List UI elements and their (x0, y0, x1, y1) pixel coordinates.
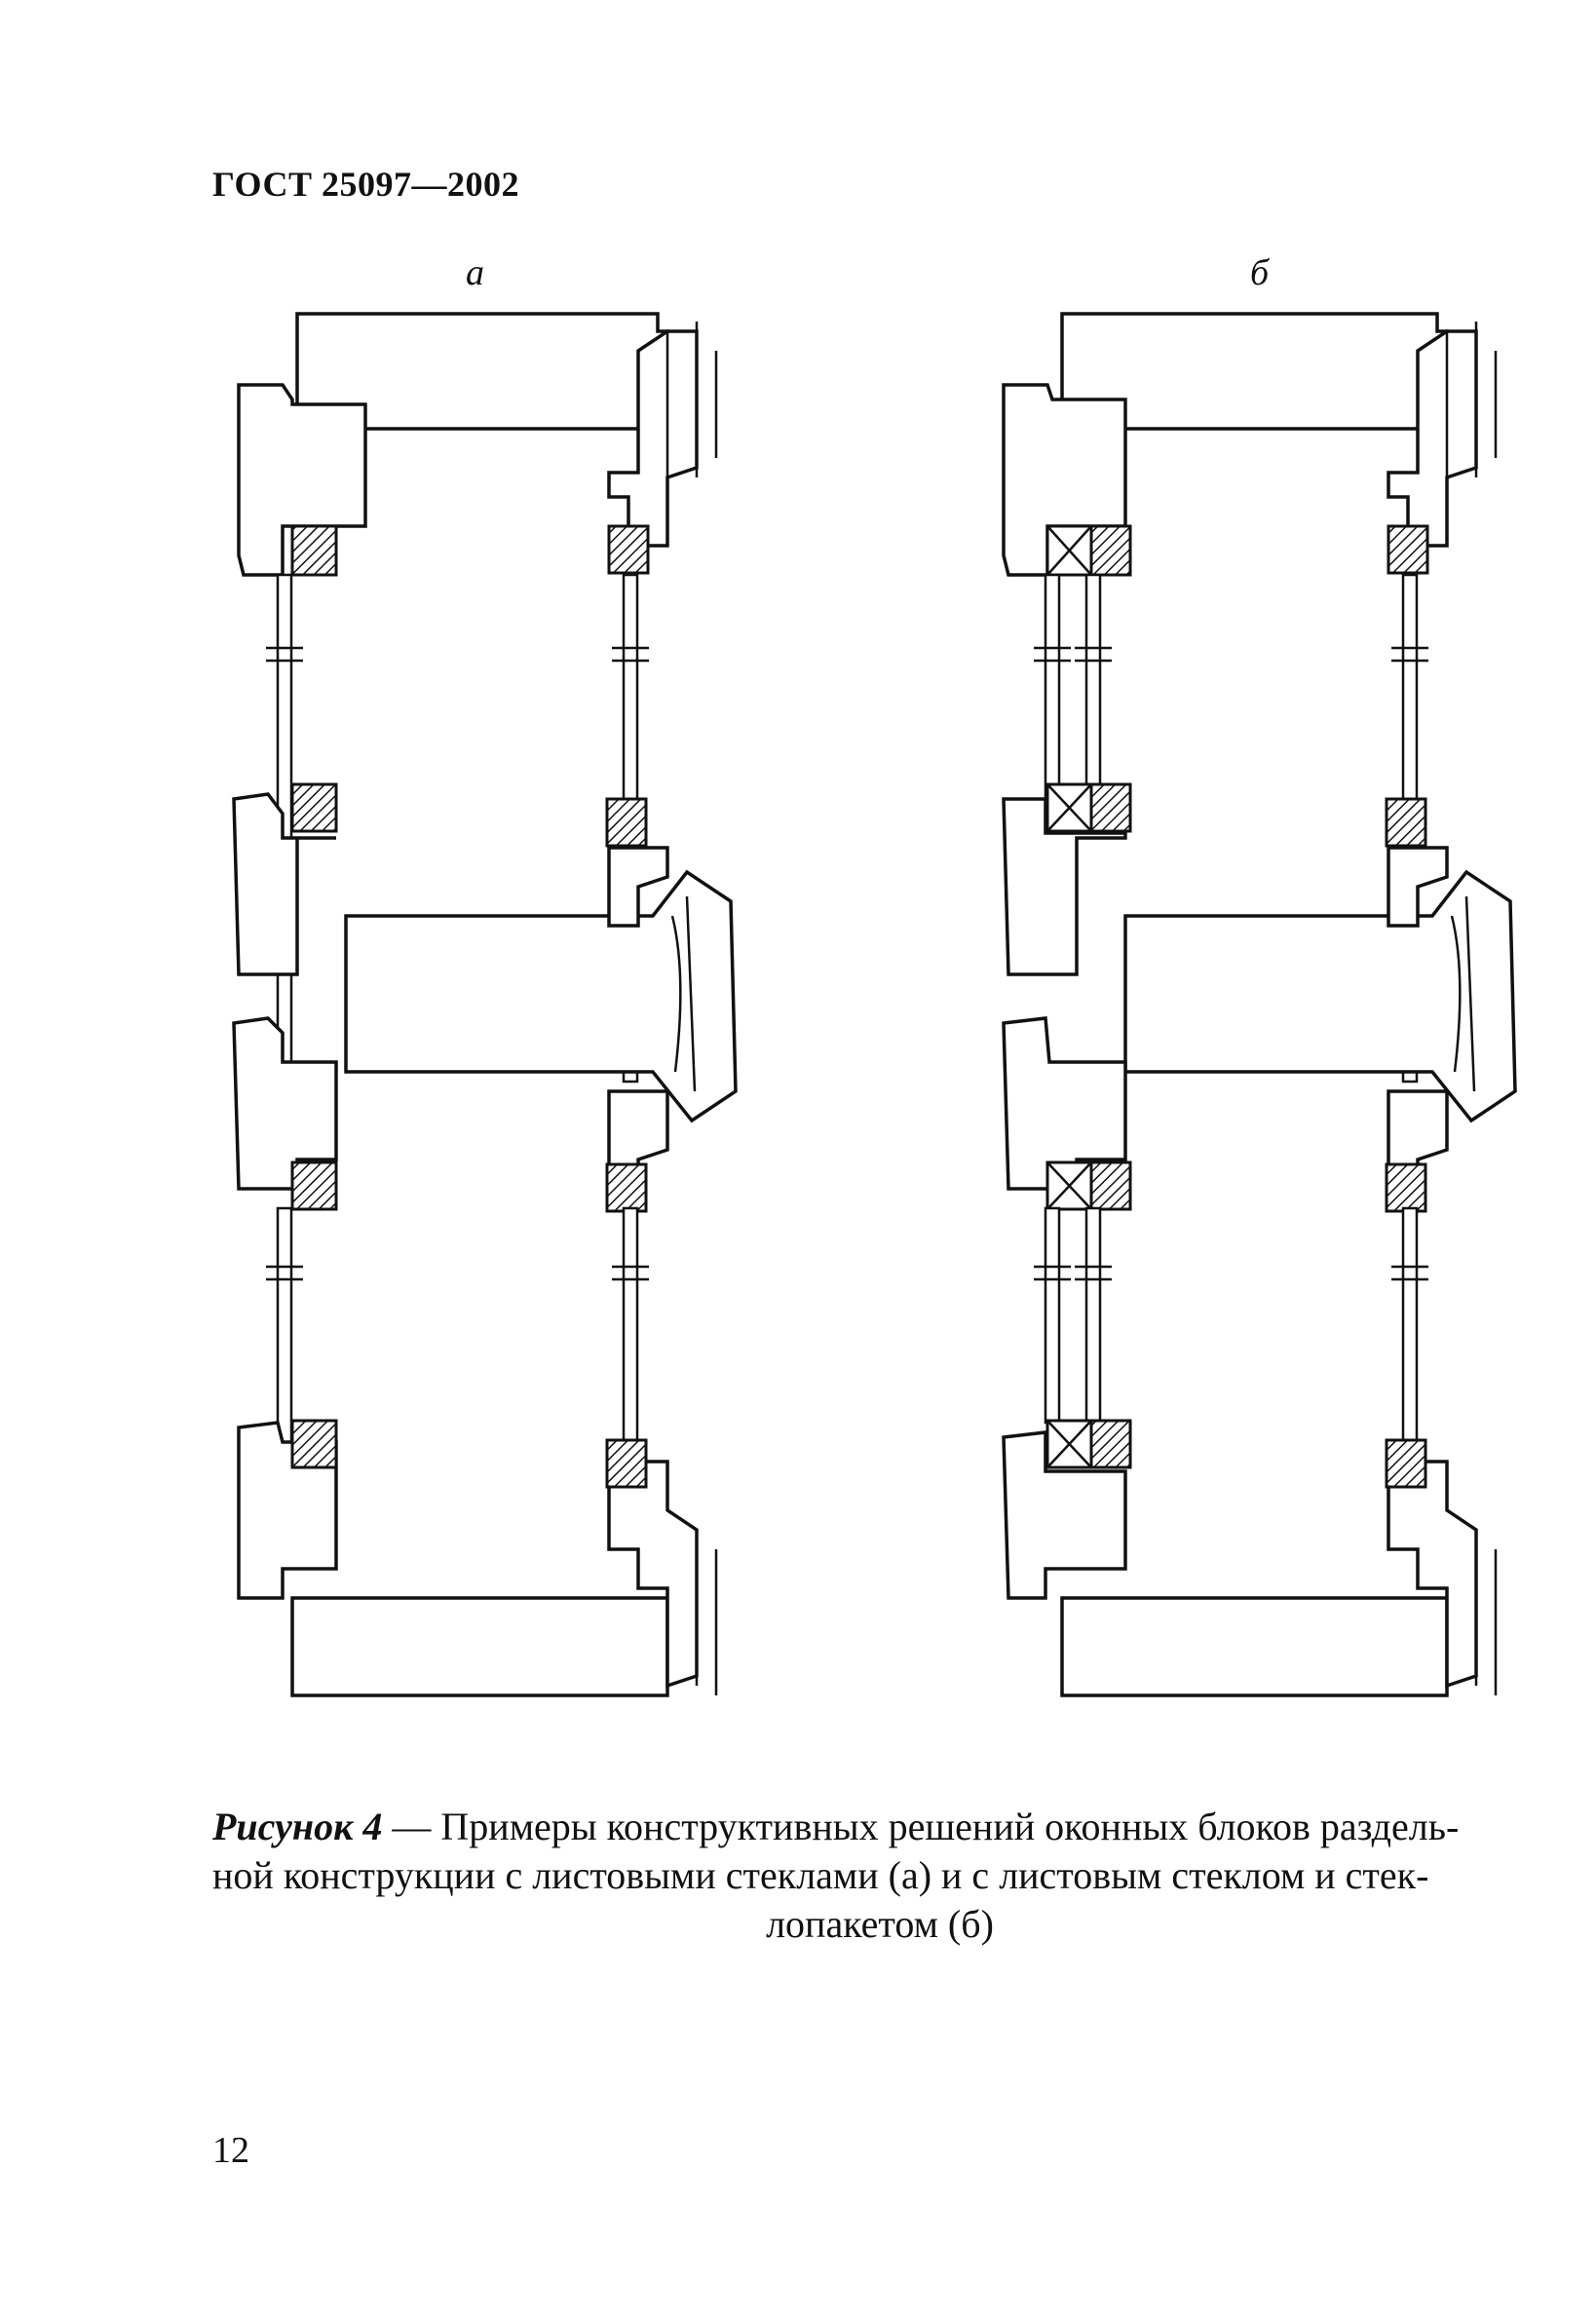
seal-middle-right-1 (1385, 797, 1427, 848)
seal-middle-right-2 (605, 1162, 648, 1213)
seal-middle-right-1 (605, 797, 648, 848)
outer-sash-bottom (607, 1460, 699, 1689)
seal-middle-right-2 (1385, 1162, 1427, 1213)
glazing-unit-pane-3 (1044, 1206, 1061, 1425)
seal-middle-left-1 (290, 782, 338, 833)
middle-sash-right-2 (1387, 1089, 1449, 1171)
seal-top-right (607, 524, 650, 575)
middle-sash-right-1 (1387, 846, 1449, 928)
caption-line-2: ной конструкции с листовыми стеклами (а)… (212, 1853, 1429, 1897)
glass-bottom-right (622, 1206, 639, 1473)
middle-sash-left-lower (232, 1016, 338, 1191)
middle-sash-left-upper (1002, 797, 1127, 976)
middle-sash-right-1 (607, 846, 669, 928)
inner-sash-top (237, 383, 367, 577)
figure-caption: Рисунок 4 — Примеры конструктивных решен… (212, 1803, 1547, 1949)
glazing-unit-pane-2 (1084, 573, 1102, 820)
seal-bottom-right (605, 1438, 648, 1489)
seal-middle-left-1 (1089, 782, 1132, 833)
document-header: ГОСТ 25097—2002 (212, 165, 519, 204)
caption-label: Рисунок 4 (212, 1805, 383, 1848)
outer-frame-bottom (1002, 1430, 1127, 1600)
seal-top-right (1387, 524, 1429, 575)
seal-bottom-left (1089, 1419, 1132, 1469)
bottom-frame-rail (1060, 1596, 1449, 1697)
seal-bottom-left (290, 1419, 338, 1469)
seal-middle-left-2 (1089, 1160, 1132, 1211)
middle-outer-frame-1 (344, 869, 738, 1123)
glazing-unit-pane-4 (1084, 1206, 1102, 1425)
page-number: 12 (212, 2130, 249, 2171)
middle-sash-left-lower (1002, 1016, 1127, 1191)
seal-middle-left-2 (290, 1160, 338, 1211)
bottom-frame-rail (290, 1596, 669, 1697)
seal-top-left (290, 524, 338, 577)
middle-sash-right-2 (607, 1089, 669, 1171)
seal-bottom-right (1385, 1438, 1427, 1489)
outer-sash-bottom (1387, 1460, 1478, 1689)
figure-a-label: а (466, 252, 484, 293)
figure-b-label: б (1250, 252, 1270, 293)
seal-top-left (1089, 524, 1132, 577)
caption-line-1: — Примеры конструктивных решений оконных… (382, 1805, 1460, 1848)
glass-bottom-right (1401, 1206, 1419, 1473)
middle-outer-frame-1 (1123, 869, 1517, 1123)
middle-sash-left-upper (232, 792, 336, 976)
figure-a-drawing (232, 312, 738, 1697)
figure-b-drawing (1002, 312, 1517, 1697)
caption-line-3: лопакетом (б) (766, 1902, 994, 1946)
glazing-unit-pane-1 (1044, 573, 1061, 820)
